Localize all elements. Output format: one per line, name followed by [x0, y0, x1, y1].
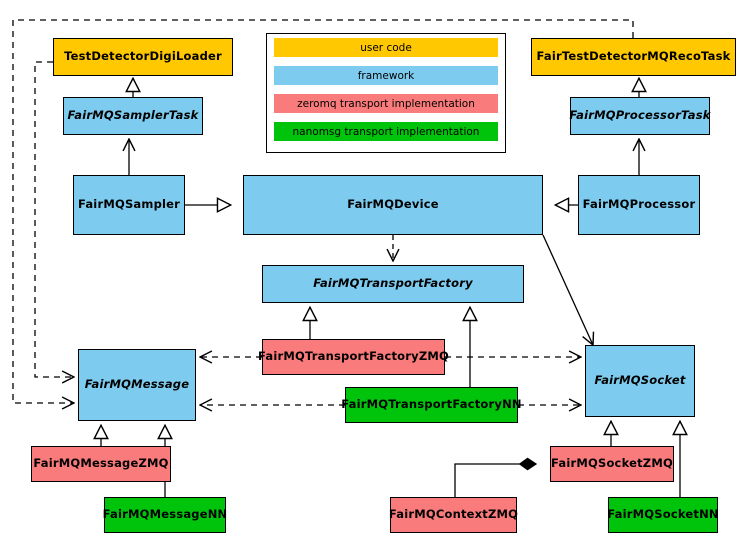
class-node-fairmqsocket[interactable]: FairMQSocket	[585, 345, 695, 417]
class-node-testdetectordigiloader[interactable]: TestDetectorDigiLoader	[53, 38, 233, 76]
edge-socketzmq-contextzmq	[454, 464, 536, 497]
legend-item-nanomsg: nanomsg transport implementation	[274, 122, 498, 141]
legend-item-user-code: user code	[274, 38, 498, 57]
class-label: FairMQProcessor	[582, 197, 696, 212]
class-node-fairmqsocketzmq[interactable]: FairMQSocketZMQ	[550, 446, 674, 482]
class-label: FairMQSocketZMQ	[551, 456, 673, 471]
edge-device-socket	[542, 234, 593, 345]
class-node-fairmqprocessor[interactable]: FairMQProcessor	[578, 175, 700, 235]
legend-label-zeromq: zeromq transport implementation	[297, 97, 475, 110]
class-node-fairmqmessagezmq[interactable]: FairMQMessageZMQ	[31, 446, 171, 482]
class-node-fairtestdetectormqrecotask[interactable]: FairTestDetectorMQRecoTask	[531, 38, 736, 76]
class-label: FairMQProcessorTask	[569, 108, 711, 123]
legend-label-user-code: user code	[360, 41, 412, 54]
class-node-fairmqcontextzmq[interactable]: FairMQContextZMQ	[388, 497, 519, 533]
class-label: FairMQSocket	[594, 373, 686, 388]
class-label: FairMQTransportFactoryNN	[341, 397, 522, 412]
class-node-fairmqprocessortask[interactable]: FairMQProcessorTask	[569, 97, 711, 135]
class-label: FairMQSocketNN	[607, 507, 719, 522]
class-node-fairmqdevice[interactable]: FairMQDevice	[243, 175, 543, 235]
class-node-fairmqtransportfactory[interactable]: FairMQTransportFactory	[262, 265, 524, 303]
class-node-fairmqsamplertask[interactable]: FairMQSamplerTask	[63, 97, 203, 135]
class-label: FairMQSamplerTask	[67, 108, 199, 123]
class-node-fairmqsocketnn[interactable]: FairMQSocketNN	[607, 497, 719, 533]
class-node-fairmqmessagenn[interactable]: FairMQMessageNN	[102, 497, 228, 533]
class-node-fairmqsampler[interactable]: FairMQSampler	[73, 175, 185, 235]
class-label: FairMQContextZMQ	[388, 507, 519, 522]
legend-item-zeromq: zeromq transport implementation	[274, 94, 498, 113]
class-node-fairmqmessage[interactable]: FairMQMessage	[78, 349, 196, 421]
class-label: FairMQMessage	[84, 377, 190, 392]
class-label: FairTestDetectorMQRecoTask	[536, 49, 731, 64]
class-label: FairMQDevice	[347, 197, 439, 212]
class-node-fairmqtransportfactorynn[interactable]: FairMQTransportFactoryNN	[341, 387, 522, 423]
class-node-fairmqtransportfactoryzmq[interactable]: FairMQTransportFactoryZMQ	[258, 339, 449, 375]
class-label: FairMQMessageZMQ	[33, 456, 169, 471]
legend-label-framework: framework	[357, 69, 415, 82]
class-label: FairMQMessageNN	[102, 507, 228, 522]
class-label: FairMQTransportFactory	[313, 276, 473, 291]
legend-label-nanomsg: nanomsg transport implementation	[292, 125, 480, 138]
class-label: TestDetectorDigiLoader	[64, 49, 222, 64]
class-label: FairMQSampler	[77, 197, 181, 212]
legend-item-framework: framework	[274, 66, 498, 85]
class-label: FairMQTransportFactoryZMQ	[258, 349, 450, 364]
